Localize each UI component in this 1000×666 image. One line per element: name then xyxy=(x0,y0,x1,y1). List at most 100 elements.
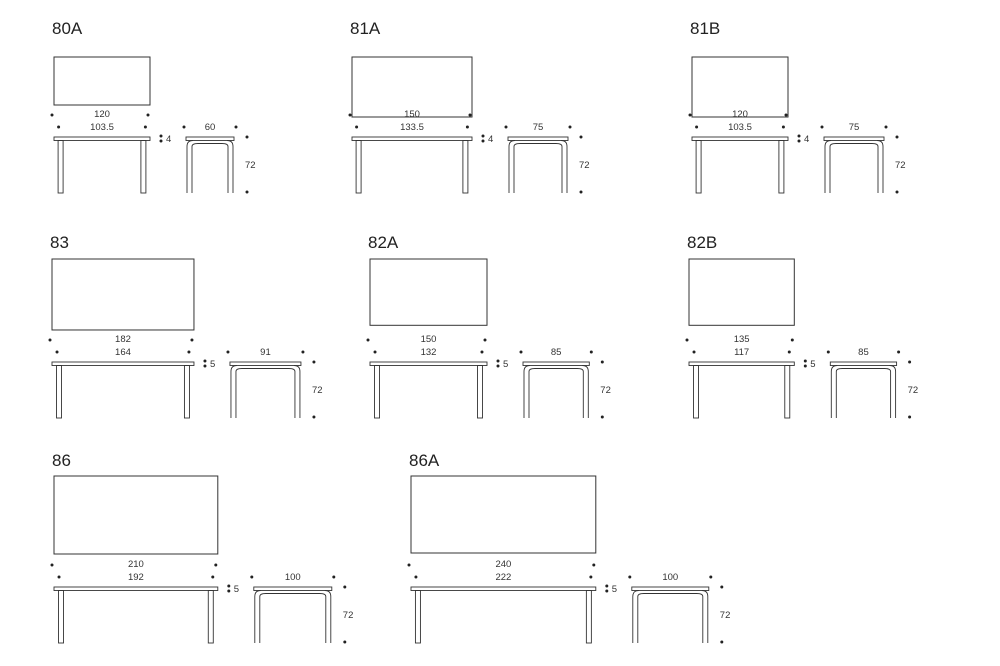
length-mark-right xyxy=(190,338,194,342)
table-top-edge xyxy=(53,586,219,591)
length-mark-left xyxy=(50,113,54,117)
width-label: 60 xyxy=(205,122,216,133)
top-thickness-mark xyxy=(159,134,163,138)
height-label: 72 xyxy=(343,610,354,621)
side-legs xyxy=(230,365,301,418)
leg-span-label: 222 xyxy=(495,572,511,583)
plan-view xyxy=(369,258,488,326)
length-mark-left xyxy=(407,563,411,567)
left-leg xyxy=(58,590,64,644)
leg-span-mark-left xyxy=(57,575,61,579)
length-mark-left xyxy=(348,113,352,117)
table-top-edge xyxy=(369,361,488,366)
length-mark-right xyxy=(483,338,487,342)
plan-view xyxy=(691,56,789,118)
leg-span-label: 132 xyxy=(421,347,437,358)
model-title: 82B xyxy=(687,233,717,252)
height-mark-top xyxy=(312,360,316,364)
table-top-edge xyxy=(688,361,795,366)
height-label: 72 xyxy=(312,385,323,396)
front-elevation xyxy=(53,586,219,644)
top-thickness-mark xyxy=(203,364,207,368)
height-mark-top xyxy=(908,360,912,364)
width-mark-left xyxy=(226,350,230,354)
width-label: 85 xyxy=(858,347,869,358)
leg-span-label: 103.5 xyxy=(90,122,114,133)
leg-span-label: 164 xyxy=(115,347,131,358)
right-leg xyxy=(784,365,791,419)
table-top-edge xyxy=(691,136,789,141)
table-top-edge xyxy=(53,136,151,141)
plan-view xyxy=(688,258,795,326)
width-mark-left xyxy=(820,125,824,129)
right-leg xyxy=(462,140,469,194)
top-thickness-mark xyxy=(605,589,609,593)
table-top-edge xyxy=(410,586,597,591)
side-top-edge xyxy=(253,586,333,591)
height-mark-bottom xyxy=(579,190,583,194)
width-mark-left xyxy=(519,350,523,354)
width-mark-right xyxy=(234,125,238,129)
height-mark-top xyxy=(343,585,347,589)
width-mark-right xyxy=(897,350,901,354)
width-mark-right xyxy=(301,350,305,354)
leg-span-mark-right xyxy=(781,125,785,129)
side-legs xyxy=(508,140,568,193)
height-mark-top xyxy=(720,585,724,589)
width-mark-left xyxy=(826,350,830,354)
plan-view xyxy=(51,258,195,331)
leg-span-label: 192 xyxy=(128,572,144,583)
front-elevation xyxy=(51,361,195,419)
side-elevation xyxy=(253,586,333,643)
side-legs xyxy=(824,140,884,193)
left-leg xyxy=(57,140,64,194)
length-mark-right xyxy=(592,563,596,567)
top-thickness-mark xyxy=(797,134,801,138)
height-mark-bottom xyxy=(343,640,347,644)
right-leg xyxy=(778,140,785,194)
model-title: 81B xyxy=(690,19,720,38)
front-elevation xyxy=(410,586,597,644)
side-elevation xyxy=(631,586,710,643)
top-thickness-label: 4 xyxy=(804,134,809,145)
side-top-edge xyxy=(507,136,569,141)
height-label: 72 xyxy=(579,160,590,171)
left-leg xyxy=(414,590,421,644)
length-mark-right xyxy=(146,113,150,117)
front-elevation xyxy=(691,136,789,194)
length-label: 150 xyxy=(421,334,437,345)
height-mark-bottom xyxy=(908,415,912,419)
width-label: 100 xyxy=(285,572,301,583)
leg-span-label: 117 xyxy=(734,347,749,358)
width-label: 75 xyxy=(533,122,544,133)
leg-span-mark-left xyxy=(57,125,61,129)
left-leg xyxy=(695,140,702,194)
width-mark-left xyxy=(504,125,508,129)
top-thickness-mark xyxy=(481,139,485,143)
side-elevation xyxy=(829,361,898,418)
height-label: 72 xyxy=(908,385,919,396)
width-mark-right xyxy=(884,125,888,129)
leg-span-label: 103.5 xyxy=(728,122,752,133)
width-mark-left xyxy=(628,575,632,579)
height-label: 72 xyxy=(895,160,906,171)
top-thickness-mark xyxy=(797,139,801,143)
side-top-edge xyxy=(631,586,710,591)
length-mark-left xyxy=(366,338,370,342)
top-thickness-mark xyxy=(227,589,231,593)
table-top-edge xyxy=(351,136,473,141)
side-top-edge xyxy=(522,361,590,366)
side-elevation xyxy=(522,361,590,418)
right-leg xyxy=(477,365,483,419)
side-legs xyxy=(632,590,709,643)
top-thickness-label: 5 xyxy=(234,584,239,595)
front-elevation xyxy=(53,136,151,194)
side-top-edge xyxy=(185,136,235,141)
left-leg xyxy=(693,365,699,419)
leg-span-mark-left xyxy=(695,125,699,129)
top-thickness-label: 5 xyxy=(210,359,215,370)
length-label: 240 xyxy=(495,559,511,570)
side-legs xyxy=(830,365,897,418)
